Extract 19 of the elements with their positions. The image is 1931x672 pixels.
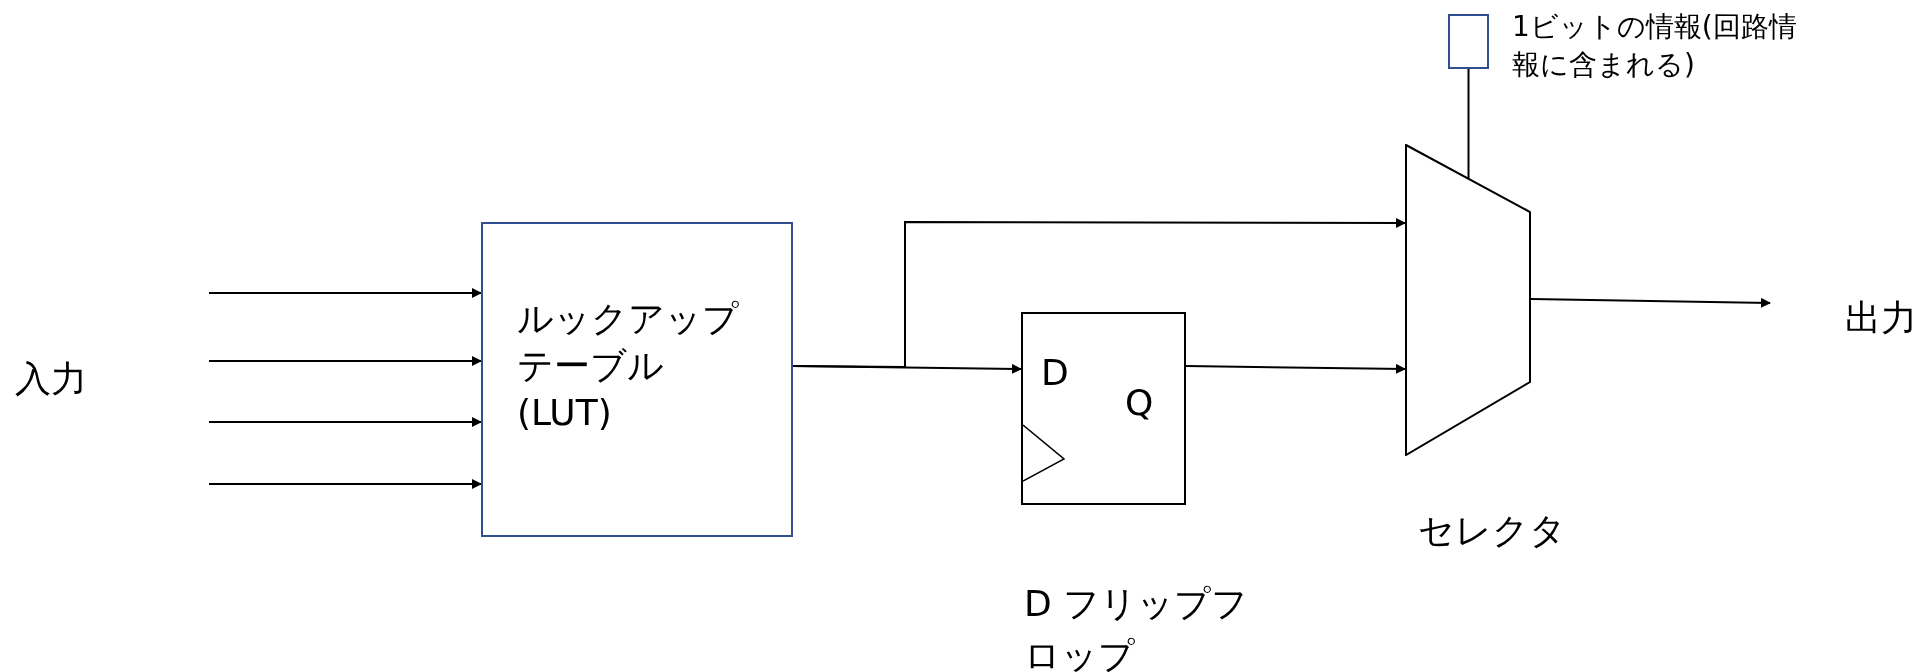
pin-label: D: [1041, 351, 1069, 395]
note-text: 1ビットの情報(回路情報に含まれる): [1512, 9, 1798, 83]
arrow: [208, 479, 482, 489]
arrow: [1185, 363, 1406, 374]
arrow: [1530, 297, 1771, 308]
component-caption: セレクタ: [1418, 509, 1567, 553]
connector-line: [1467, 68, 1470, 180]
block-label: ルックアップテーブル(LUT): [517, 297, 740, 435]
output-label: 出力: [1845, 290, 1931, 346]
arrow: [208, 356, 482, 366]
input-label: 入力: [15, 357, 87, 401]
flip-flop-box: [1021, 312, 1186, 505]
arrow: [208, 288, 482, 298]
pin-label: Q: [1125, 381, 1154, 425]
lookup-table-box: [481, 222, 793, 537]
arrow: [792, 218, 1406, 368]
arrow: [208, 417, 482, 427]
select-bit-box: [1448, 14, 1489, 69]
component-caption: D フリップフロップ: [1024, 582, 1250, 672]
